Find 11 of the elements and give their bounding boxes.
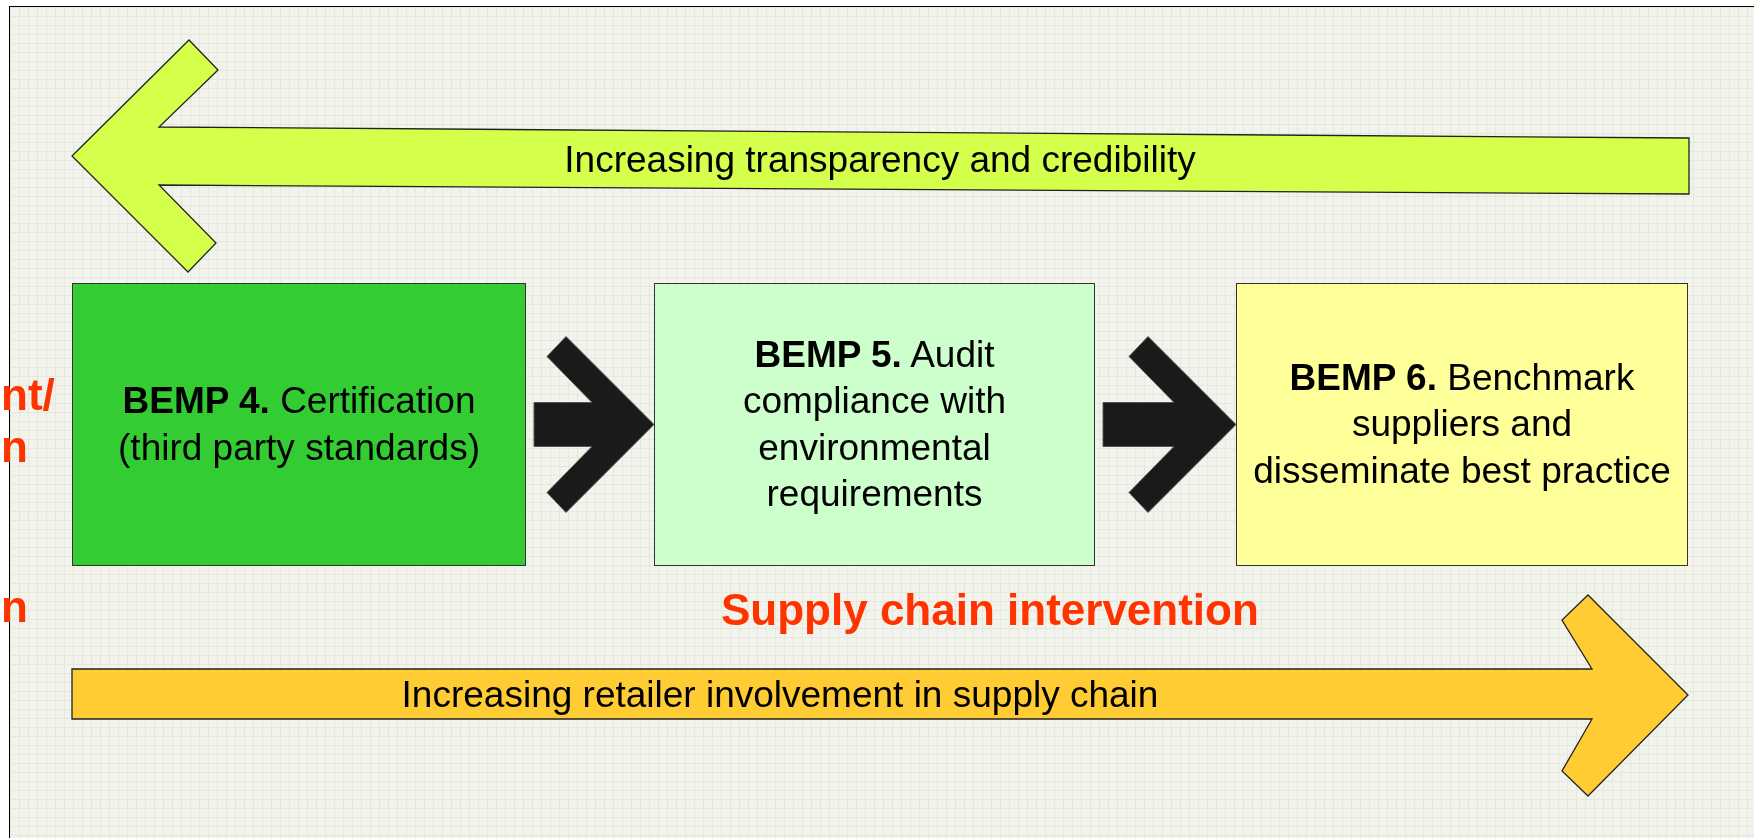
arrow-label: Increasing retailer involvement in supply chain xyxy=(401,674,1159,716)
block-arrow xyxy=(72,595,1688,796)
box-text: BEMP 6. Benchmark suppliers and disseminate best practice xyxy=(1252,356,1672,493)
box-text: BEMP 5. Audit compliance with environmental requirements xyxy=(741,333,1008,516)
process-box xyxy=(1236,283,1688,566)
block-arrow xyxy=(72,40,1689,272)
arrow-label: Increasing transparency and credibility xyxy=(564,139,1196,181)
process-box xyxy=(654,283,1095,566)
process-box xyxy=(72,283,526,566)
box-text: BEMP 4. Certification (third party standards) xyxy=(117,379,481,470)
section-heading: Supply chain intervention xyxy=(721,585,1259,635)
